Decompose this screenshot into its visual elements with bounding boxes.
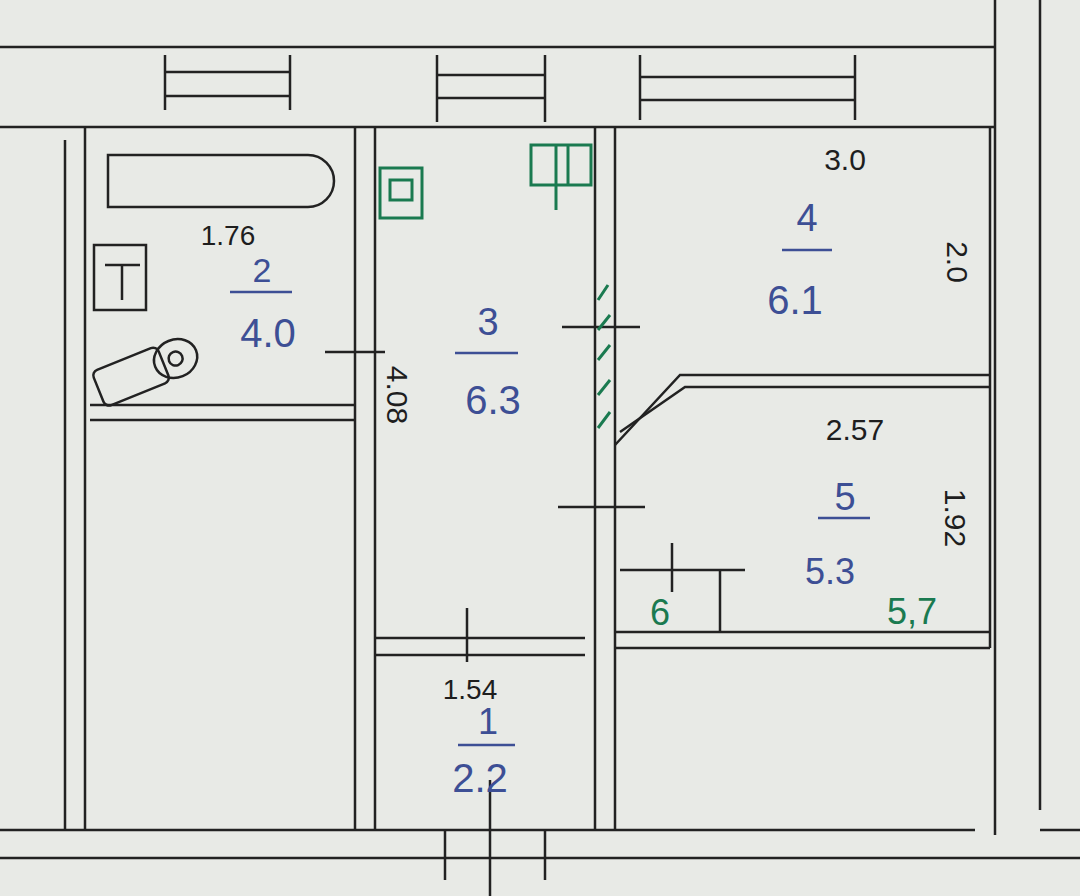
wall: [615, 647, 990, 650]
wall: [0, 857, 1080, 860]
door-mark: [325, 351, 385, 354]
dimension-label: 1.54: [443, 676, 498, 704]
dimension-label: 2.57: [826, 415, 884, 445]
bathtub: [108, 155, 334, 207]
dimension-label: 5,7: [887, 594, 937, 630]
hatched-wall: [598, 285, 610, 428]
wall: [90, 404, 355, 407]
wall: [84, 127, 87, 830]
wall: [90, 419, 355, 422]
dimension-label: 6.1: [767, 280, 823, 320]
door-mark: [671, 543, 674, 592]
wall: [994, 0, 997, 835]
wall: [0, 126, 995, 129]
wall: [374, 127, 377, 830]
sink: [94, 245, 146, 310]
wall: [0, 46, 995, 49]
dimension-label: 2.0: [942, 241, 972, 283]
wall: [354, 127, 357, 830]
wall: [375, 637, 585, 640]
dimension-label: 2: [253, 253, 272, 287]
wall: [620, 387, 990, 432]
dimension-label: 1.76: [201, 222, 256, 250]
fraction-bar: [230, 250, 870, 745]
dimension-label: 5: [834, 478, 855, 516]
dimension-label: 4.0: [240, 313, 296, 353]
dimension-label: 6.3: [465, 380, 521, 420]
dimension-label: 6: [650, 595, 670, 631]
window-symbol: [165, 55, 855, 122]
dimension-label: 4: [796, 199, 817, 237]
dimension-label: 1: [478, 704, 498, 740]
wall: [0, 829, 975, 832]
dimension-label: 3: [477, 303, 498, 341]
toilet: [92, 333, 204, 408]
wall: [64, 140, 67, 830]
wall: [719, 570, 722, 632]
wall: [1039, 0, 1042, 810]
wall: [614, 127, 617, 830]
wall: [620, 569, 745, 572]
dimension-label: 5.3: [805, 554, 855, 590]
dimension-label: 2.2: [452, 758, 508, 798]
wall: [615, 631, 990, 634]
door-mark: [558, 506, 645, 509]
wall: [615, 375, 990, 445]
wall: [594, 127, 597, 830]
dimension-label: 4.08: [382, 366, 412, 424]
wall: [375, 654, 585, 657]
dimension-label: 3.0: [824, 145, 866, 175]
vent-symbol: [380, 145, 591, 218]
wall: [1040, 829, 1080, 832]
dimension-label: 1.92: [940, 489, 970, 547]
door-mark: [466, 608, 469, 662]
